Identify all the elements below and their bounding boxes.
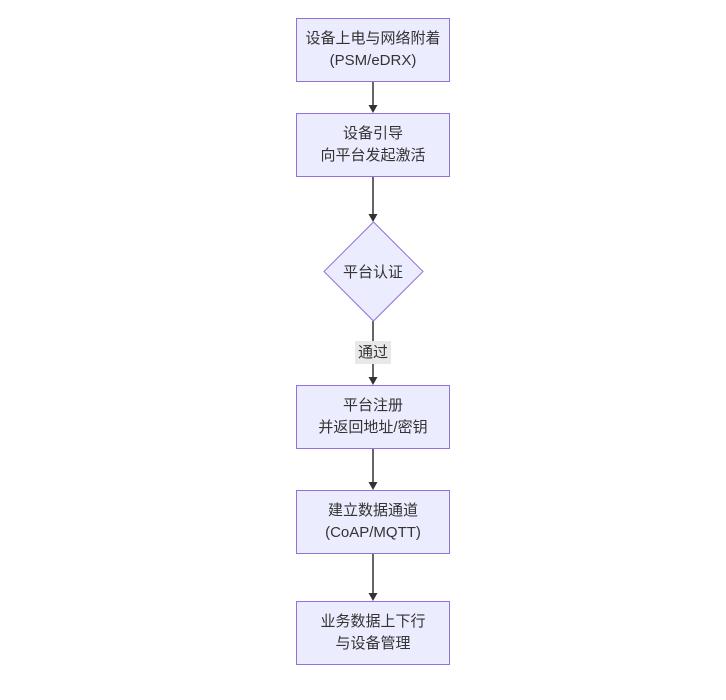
node-text-line: 业务数据上下行 [320,613,426,630]
node-text-line: 并返回地址/密钥 [318,419,428,436]
arrow-node1-to-node2 [368,82,378,113]
node-text-line: 平台注册 [342,397,403,414]
node-text-line: 设备上电与网络附着 [305,30,441,47]
flow-node-business-data: 业务数据上下行 与设备管理 [296,601,450,665]
arrow-node2-to-decision [368,177,378,222]
flow-node-data-channel: 建立数据通道 (CoAP/MQTT) [296,490,450,554]
node-text-line: 建立数据通道 [327,502,418,519]
decision-label: 平台认证 [342,263,403,281]
node-text-line: 与设备管理 [335,635,411,652]
arrow-node4-to-node5 [368,554,378,601]
node-text-line: (CoAP/MQTT) [325,524,421,541]
edge-label-pass: 通过 [354,341,392,364]
node-text-line: (PSM/eDRX) [329,52,417,69]
node-text-line: 设备引导 [342,125,403,142]
flow-node-platform-register: 平台注册 并返回地址/密钥 [296,385,450,449]
flow-node-device-bootstrap: 设备引导 向平台发起激活 [296,113,450,177]
arrow-node3-to-node4 [368,449,378,490]
node-text-line: 向平台发起激活 [320,147,426,164]
flow-node-power-network-attach: 设备上电与网络附着 (PSM/eDRX) [296,18,450,82]
decision-platform-auth: 平台认证 [322,220,424,322]
